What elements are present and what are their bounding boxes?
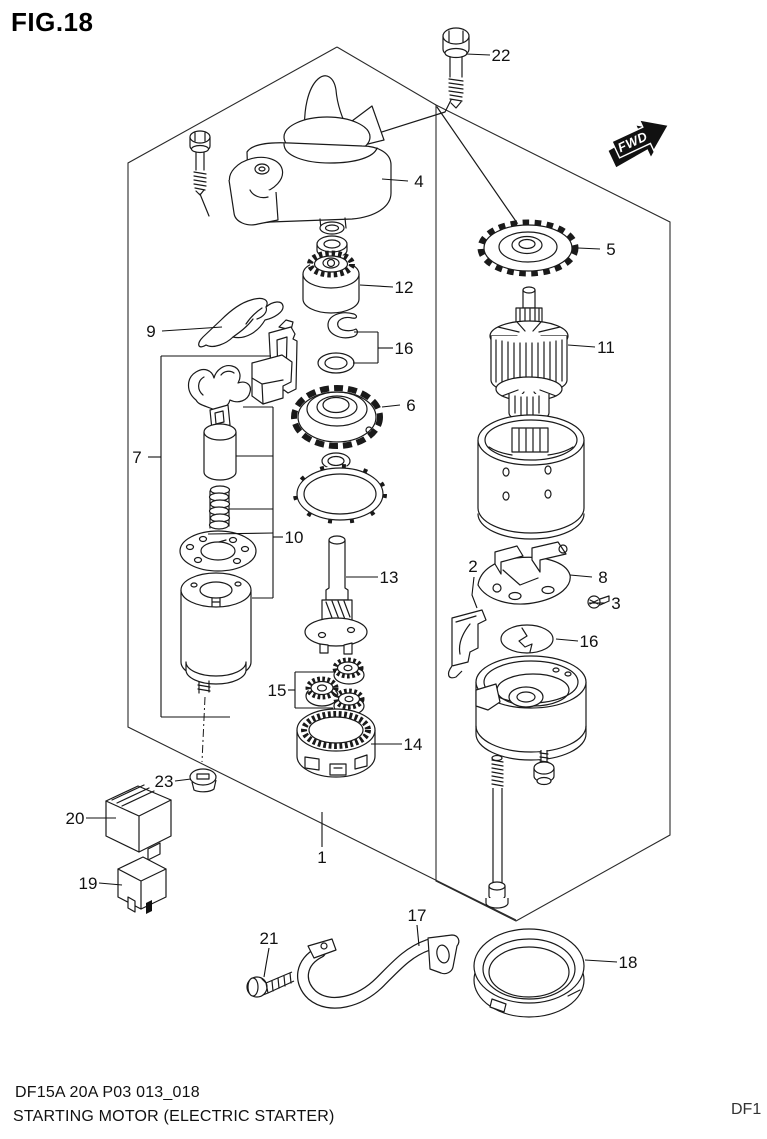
part-e-clip-16 xyxy=(327,312,358,339)
part-lock-washer-5 xyxy=(477,219,579,277)
part-cap-6 xyxy=(291,385,383,449)
callout-leader-22 xyxy=(465,53,491,56)
part-thrust-washer-16 xyxy=(500,624,554,654)
part-through-bolt xyxy=(485,754,509,909)
front-bolt-assembly-line xyxy=(199,193,210,217)
part-washer-16-upper xyxy=(317,352,355,374)
callout-leader-17 xyxy=(416,924,420,947)
callout-number-17: 17 xyxy=(408,906,427,925)
callout-leader-11 xyxy=(567,344,596,348)
figure-code: DF15A 20A P03 013_018 xyxy=(15,1084,200,1101)
part-gear-set-15 xyxy=(305,657,365,716)
part-plunger-bracket-7 xyxy=(251,319,298,405)
part-bolt-22 xyxy=(442,27,470,109)
callout-number-13: 13 xyxy=(380,568,399,587)
callout-leader-21 xyxy=(263,947,270,978)
part-bolt-21 xyxy=(246,971,295,998)
callout-number-18: 18 xyxy=(619,953,638,972)
callout-leader-2 xyxy=(471,576,478,609)
callout-number-5: 5 xyxy=(606,240,615,259)
part-oring-small xyxy=(319,221,345,235)
part-cap-bolt xyxy=(533,750,555,786)
part-gasket-ring xyxy=(293,464,387,524)
part-yoke-housing xyxy=(477,414,585,540)
part-bracket-2 xyxy=(447,609,487,679)
callout-number-9: 9 xyxy=(146,322,155,341)
callout-number-21: 21 xyxy=(260,929,279,948)
part-plunger-7 xyxy=(203,404,237,481)
part-relay-19 xyxy=(117,856,167,914)
part-brush-holder-8 xyxy=(477,541,571,605)
figure-title: STARTING MOTOR (ELECTRIC STARTER) xyxy=(13,1108,335,1125)
callout-number-1: 1 xyxy=(317,848,326,867)
callout-number-8: 8 xyxy=(598,568,607,587)
part-end-cap xyxy=(475,655,587,761)
callout-number-3: 3 xyxy=(611,594,620,613)
callout-number-14: 14 xyxy=(404,735,423,754)
callout-leader-19 xyxy=(98,882,123,886)
part-clamp-bracket-17 xyxy=(297,934,460,1009)
callout-number-16: 16 xyxy=(580,632,599,651)
part-clamp-ring-18 xyxy=(473,928,585,1018)
right-panel-outline xyxy=(435,104,671,922)
callout-number-4: 4 xyxy=(414,172,423,191)
callout-leader-6 xyxy=(381,404,401,408)
callout-number-11: 11 xyxy=(597,338,615,357)
callout-leader-12 xyxy=(359,284,394,288)
callout-number-10: 10 xyxy=(285,528,304,547)
part-magnetic-switch-4 xyxy=(228,75,392,230)
left-panel-top-edge xyxy=(336,46,437,106)
part-motor-case-10 xyxy=(180,572,252,694)
part-grommet-23 xyxy=(189,768,217,793)
callout-layer: 22 4 5 12 9 16 11 6 7 10 13 2 83 16 15 14 23 20 1 19 21 17 18 xyxy=(66,46,638,978)
callout-number-7: 7 xyxy=(132,448,141,467)
part-boot-7 xyxy=(187,365,251,411)
callout-leader-5 xyxy=(577,247,601,250)
part-shaft-13 xyxy=(304,535,368,655)
washer-5-assembly-line xyxy=(436,106,525,234)
callout-number-16: 16 xyxy=(395,339,414,358)
callout-leader-10 xyxy=(207,532,274,535)
callout-number-20: 20 xyxy=(66,809,85,828)
fwd-arrow-icon: FWD xyxy=(608,118,670,168)
callout-number-2: 2 xyxy=(468,557,477,576)
callout-number-23: 23 xyxy=(155,772,174,791)
figure-number-label: FIG.18 xyxy=(11,7,93,37)
callout-leader-18 xyxy=(584,959,618,963)
callout-leader-4 xyxy=(381,178,409,182)
motor-centerline xyxy=(201,696,206,763)
part-front-bolt xyxy=(189,130,211,196)
part-screw-3 xyxy=(587,595,610,609)
part-front-bracket-10 xyxy=(179,530,257,572)
page-corner-code: DF1 xyxy=(731,1101,761,1118)
part-spring-7 xyxy=(208,485,231,530)
part-internal-gear-14 xyxy=(296,708,376,778)
callout-number-12: 12 xyxy=(395,278,414,297)
callout-number-19: 19 xyxy=(79,874,98,893)
part-relay-20 xyxy=(105,784,172,861)
callout-leader-23 xyxy=(174,778,192,782)
callout-leader-16 xyxy=(555,638,579,642)
part-armature-11 xyxy=(489,286,569,432)
callout-number-15: 15 xyxy=(268,681,287,700)
callout-number-22: 22 xyxy=(492,46,511,65)
callout-number-6: 6 xyxy=(406,396,415,415)
part-pinion-12 xyxy=(302,250,360,314)
callout-leader-8 xyxy=(569,574,593,578)
part-shift-lever-9 xyxy=(198,297,284,348)
callout-leader-9 xyxy=(161,326,223,332)
